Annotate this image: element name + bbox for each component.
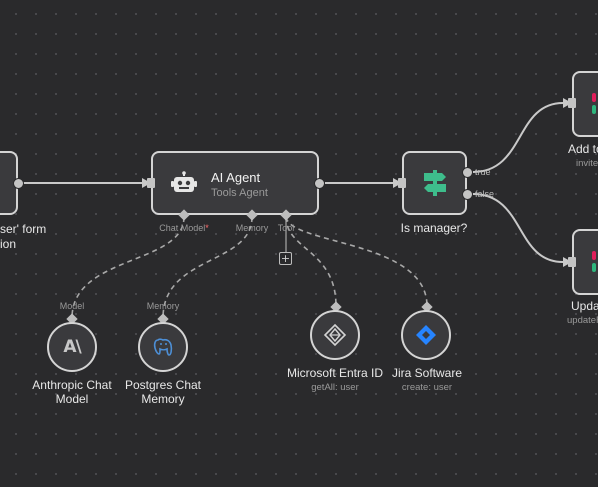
agent-output-handle[interactable]	[314, 178, 325, 189]
anthropic-icon: A\	[63, 337, 81, 357]
jira-subtitle: create: user	[401, 382, 453, 393]
add-to-input-handle[interactable]	[568, 98, 576, 108]
update-input-handle[interactable]	[568, 257, 576, 267]
jira-icon	[416, 325, 436, 345]
true-output-handle[interactable]	[462, 167, 473, 178]
update-title: Updat	[571, 299, 598, 313]
entra-title: Microsoft Entra ID	[286, 366, 384, 380]
memory-node-slot-label: Memory	[146, 301, 180, 311]
add-to-subtitle: invite	[576, 158, 598, 169]
postgres-chat-memory-node[interactable]	[138, 322, 188, 372]
if-node-title: Is manager?	[400, 221, 468, 235]
false-output-handle[interactable]	[462, 189, 473, 200]
connection-false-branch	[472, 193, 564, 263]
ai-agent-node[interactable]: AI Agent Tools Agent	[151, 151, 319, 215]
agent-title: AI Agent	[211, 170, 261, 185]
required-marker: *	[205, 223, 209, 233]
postgres-icon	[153, 338, 173, 356]
trigger-label-line1: ser' form	[0, 222, 47, 236]
model-slot-label: Model	[59, 301, 85, 311]
agent-input-handle[interactable]	[147, 178, 155, 188]
anthropic-chat-model-node[interactable]: A\	[47, 322, 97, 372]
connection-true-branch	[472, 102, 564, 173]
microsoft-entra-icon	[323, 323, 347, 347]
add-tool-button[interactable]: +	[279, 252, 292, 265]
anthropic-label-line1: Anthropic Chat	[32, 378, 112, 392]
robot-icon	[171, 171, 197, 192]
signpost-icon	[424, 170, 446, 196]
trigger-output-handle[interactable]	[13, 178, 24, 189]
if-input-handle[interactable]	[398, 178, 406, 188]
memory-slot-label: Memory	[235, 223, 269, 233]
trigger-label-line2: ion	[0, 237, 17, 251]
app-icon	[592, 93, 596, 114]
update-subtitle: updateF	[567, 315, 598, 326]
tool-slot-label: Tool	[277, 223, 295, 233]
postgres-label-line2: Memory	[141, 392, 185, 406]
anthropic-label-line2: Model	[55, 392, 89, 406]
jira-software-node[interactable]	[401, 310, 451, 360]
if-node[interactable]	[402, 151, 467, 215]
chat-model-slot-label: Chat Model*	[159, 223, 209, 233]
postgres-label-line1: Postgres Chat	[124, 378, 202, 392]
true-branch-label: true	[475, 167, 491, 177]
app-icon	[592, 251, 596, 272]
entra-subtitle: getAll: user	[311, 382, 359, 393]
add-to-title: Add to	[568, 142, 598, 156]
agent-subtitle: Tools Agent	[211, 187, 268, 199]
microsoft-entra-id-node[interactable]	[310, 310, 360, 360]
false-branch-label: false	[475, 189, 495, 199]
jira-title: Jira Software	[391, 366, 463, 380]
